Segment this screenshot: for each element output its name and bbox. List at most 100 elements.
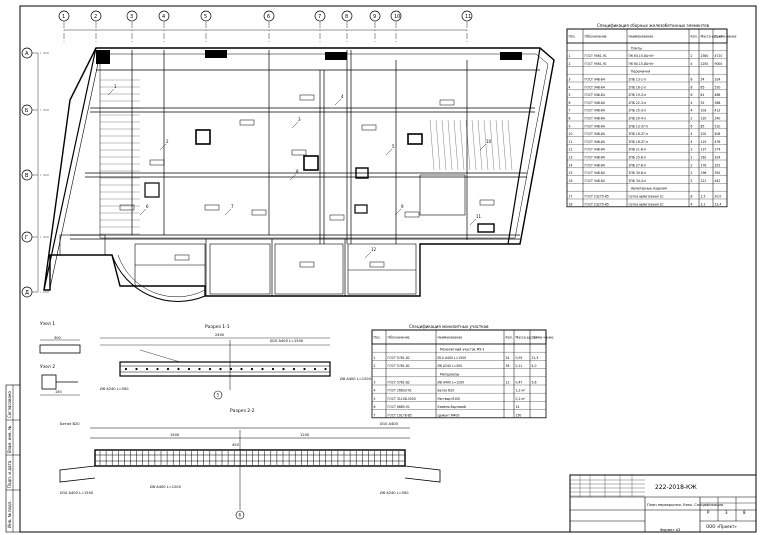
axis-label-row: В xyxy=(25,173,29,179)
spec-cell: 14 xyxy=(569,163,573,167)
spec-cell: 2ПБ 19-3-п xyxy=(629,93,647,97)
spec-cell: 510 xyxy=(715,124,721,128)
axis-label-col: 7 xyxy=(318,14,321,20)
axis-bubble-col xyxy=(126,10,138,22)
spec-cell: 3ПБ 30-8-п xyxy=(629,171,647,175)
spec-cell: 1 xyxy=(569,54,571,58)
spec-cell: 150 xyxy=(516,413,522,417)
spec-cell: 352 xyxy=(715,163,721,167)
spec-cell: 0,93 xyxy=(516,356,523,360)
spec-cell: 4 xyxy=(569,85,571,89)
axis-label-row: Б xyxy=(25,108,29,114)
axis-bubble-col xyxy=(58,10,70,22)
spec-cell: 3ПБ 21-8-п xyxy=(629,148,647,152)
spec-cell: ГОСТ 948-84 xyxy=(585,85,605,89)
spec-cell: 2 xyxy=(374,364,376,368)
spec-cell: 92 xyxy=(701,101,705,105)
axis-bubble-row xyxy=(21,286,33,298)
spec-cell: 3ПБ 25-8-п xyxy=(629,156,647,160)
node-dim-2: 150 xyxy=(55,390,62,394)
spec-cell: ГОСТ 948-84 xyxy=(585,117,605,121)
spec-cell: 4 xyxy=(374,389,376,393)
spec-cell: 8 xyxy=(691,195,693,199)
axis-bubble-col xyxy=(369,10,381,22)
spec-cell: 4 xyxy=(691,202,693,206)
spec-cell: 4 xyxy=(691,140,693,144)
spec-cell: 520 xyxy=(715,85,721,89)
details-area: Узел 1 300 Узел 2 150 Разрез 1-1 5 Ø10 А xyxy=(39,321,441,520)
axis-bubble-col xyxy=(90,10,102,22)
spec-cell: ГОСТ 9561-91 xyxy=(585,62,607,66)
spec-cell: 324 xyxy=(715,156,721,160)
callout-4: Бетон В20 xyxy=(60,422,80,426)
spec-cell: 8 xyxy=(569,117,571,121)
spec-cell: 0,47 xyxy=(516,381,523,385)
axis-label-row: А xyxy=(25,51,29,57)
spec-cell: ГОСТ 948-84 xyxy=(585,163,605,167)
spec-cell: 176 xyxy=(701,163,707,167)
leader-line xyxy=(334,98,342,106)
spec-cell: Раствор М100 xyxy=(438,397,461,401)
spec-cell: 2ПБ 13-1-п xyxy=(629,78,647,82)
spec-cell: ГОСТ 948-84 xyxy=(585,179,605,183)
spec-cell: 5 xyxy=(569,93,571,97)
spec-cell: 120 xyxy=(701,117,707,121)
spec-cell: 2 xyxy=(691,163,693,167)
binding-strip: Согласовано Взам. инв. № Подп. и дата Ин… xyxy=(5,384,21,533)
callout-3: Ø6 А240 L=500 xyxy=(100,386,129,391)
spec-cell: ГОСТ 5781-82 xyxy=(388,356,410,360)
spec-cell: 2 xyxy=(691,179,693,183)
stamp-doc-code: 222-2018-КЖ xyxy=(655,484,697,491)
spec-cell: 9000 xyxy=(715,62,723,66)
spec-title: Спецификация сборных железобетонных элем… xyxy=(597,23,710,28)
plan-marker: 9 xyxy=(401,204,404,209)
spec-cell: ГОСТ 23279-85 xyxy=(585,202,609,206)
callout-6: Ø10 А400 L=1500 xyxy=(60,490,94,495)
leader-line xyxy=(289,173,297,181)
spec-cell: 103 xyxy=(701,109,707,113)
side-label-4: Инв. № подл. xyxy=(7,500,12,528)
leader-line xyxy=(139,208,147,216)
callout-2: Ø8 А400 L=1200 xyxy=(340,376,372,381)
spec-cell: 196 xyxy=(701,171,707,175)
axis-bubble-col xyxy=(158,10,170,22)
node-detail-1: Узел 1 300 xyxy=(39,321,81,354)
spec-cell: 85 xyxy=(701,124,705,128)
spec-cell: 1,2 м³ xyxy=(516,389,526,393)
stamp-org: ООО «Проект» xyxy=(706,524,737,529)
spec-cell: Сетка арматурная 2С xyxy=(629,202,664,206)
spec-cell: 4720 xyxy=(715,54,723,58)
spec-cell: 274 xyxy=(715,148,721,152)
spec-cell: ГОСТ 948-84 xyxy=(585,93,605,97)
spec-cell: 4,0 xyxy=(532,364,537,368)
spec-cell: ГОСТ 23279-85 xyxy=(585,195,609,199)
side-label-2: Взам. инв. № xyxy=(7,426,12,453)
spec-cell: 240 xyxy=(715,117,721,121)
spec-cell: ГОСТ 948-84 xyxy=(585,78,605,82)
callout-1: Ø10 А400 L=1500 xyxy=(270,338,304,343)
axis-label-col: 5 xyxy=(204,14,207,20)
axis-label-col: 2 xyxy=(94,14,97,20)
spec-cell: Ø6 А240 L=500 xyxy=(438,363,463,368)
dim-sec2-b: 1200 xyxy=(300,433,310,437)
spec-cell: Ø10 А400 L=1500 xyxy=(438,355,467,360)
axis-bubble-sec1: 5 xyxy=(217,393,220,398)
leader-line xyxy=(364,251,372,259)
leader-line xyxy=(394,208,402,216)
spec-cell: 5 xyxy=(374,397,376,401)
sheet-frame xyxy=(19,5,757,533)
spec-header: Приме-чание xyxy=(532,336,554,340)
spec-cell: 2,5 xyxy=(701,195,706,199)
spec-cell: 6 xyxy=(691,78,693,82)
dim-sec1: 2400 xyxy=(215,333,225,337)
spec-cell: 2ПБ 22-3-п xyxy=(629,101,647,105)
spec-cell: 2 xyxy=(691,148,693,152)
spec-cell: 10 xyxy=(569,132,573,136)
spec-cell: 65 xyxy=(701,85,705,89)
spec-cell: Ø8 А400 L=1200 xyxy=(438,380,465,385)
leader-line xyxy=(479,143,487,151)
spec-cell: ГОСТ 9561-91 xyxy=(585,54,607,58)
axis-bubble-sec2: 6 xyxy=(239,513,242,518)
spec-cell: ГОСТ 26633-91 xyxy=(388,389,412,393)
plan-marker: 4 xyxy=(341,94,344,99)
